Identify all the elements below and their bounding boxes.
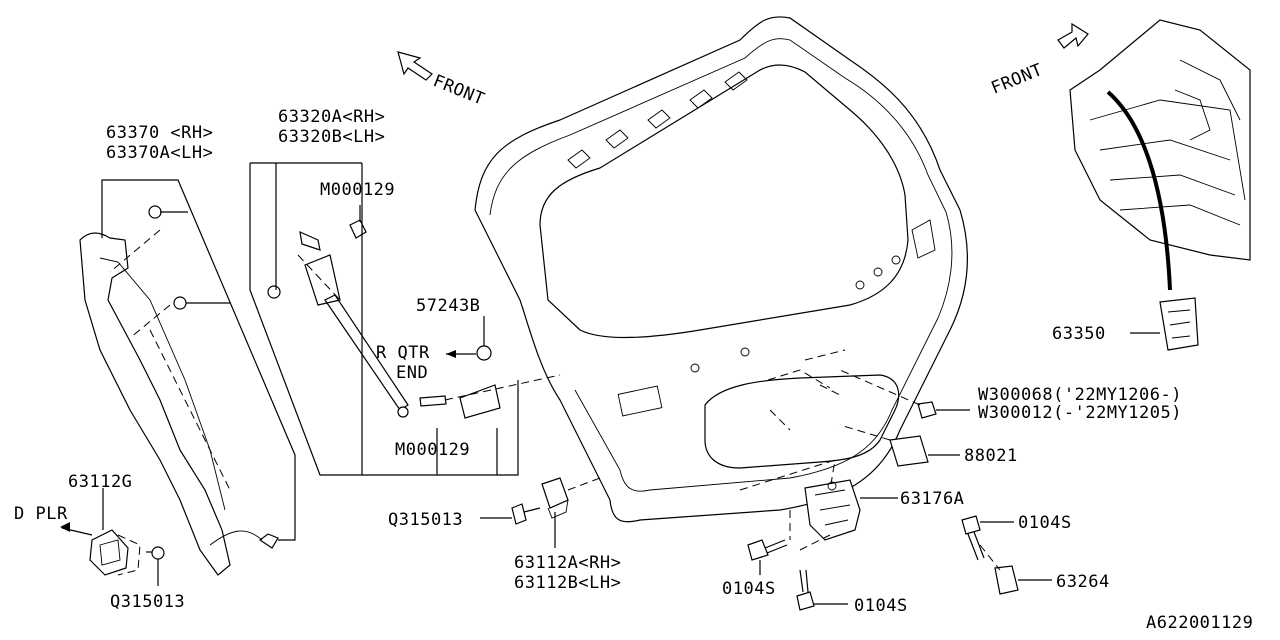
clip-q315013-mid xyxy=(511,503,541,525)
arrow-left-icon xyxy=(60,522,70,532)
leader-63370 xyxy=(101,179,296,541)
label-63112a-rh: 63112A<RH> xyxy=(514,553,621,573)
label-63320a-rh: 63320A<RH> xyxy=(278,107,385,127)
arrow-left-icon xyxy=(446,350,456,358)
label-63370-rh: 63370 <RH> xyxy=(106,123,213,143)
latch-63176a xyxy=(804,479,861,541)
leader-dash-strut xyxy=(444,374,561,401)
label-63264: 63264 xyxy=(1056,572,1110,592)
label-63370a-lh: 63370A<LH> xyxy=(106,143,213,163)
plug-57243b xyxy=(476,345,492,361)
bolt-0104s-bottom xyxy=(796,569,815,611)
clip-w300068 xyxy=(917,401,937,419)
clip-q315013-left xyxy=(151,546,165,560)
bolt-0104s-left xyxy=(747,539,788,561)
label-w300012: W300012(-'22MY1205) xyxy=(978,403,1182,423)
leader-dash-latch xyxy=(789,510,831,551)
diagram-ref-code: A622001129 xyxy=(1146,613,1253,633)
label-0104s-bottom: 0104S xyxy=(854,596,908,616)
front-arrow-icon xyxy=(1057,22,1089,49)
label-q315013-left: Q315013 xyxy=(110,592,185,612)
label-63112b-lh: 63112B<LH> xyxy=(514,573,621,593)
sensor-88021 xyxy=(889,435,929,467)
front-arrow-icon xyxy=(397,51,433,81)
label-m000129-top: M000129 xyxy=(320,180,395,200)
label-d-plr: D PLR xyxy=(14,504,68,524)
label-r-qtr: R QTR xyxy=(376,343,430,363)
label-0104s-right: 0104S xyxy=(1018,513,1072,533)
leader-dash-63264 xyxy=(979,544,1001,571)
striker-cover-63112a xyxy=(541,477,569,519)
label-end: END xyxy=(396,363,428,383)
label-0104s-left: 0104S xyxy=(722,579,776,599)
front-label-right: FRONT xyxy=(988,60,1045,99)
trim-panel-63370 xyxy=(79,205,279,576)
label-q315013-mid: Q315013 xyxy=(388,510,463,530)
gas-strut-63320 xyxy=(267,219,447,418)
label-57243b: 57243B xyxy=(416,296,480,316)
inset-rear-cargo-illustration xyxy=(1069,19,1251,351)
part-63264 xyxy=(994,565,1019,595)
leader-63320 xyxy=(249,162,519,476)
leader-dash-63112a xyxy=(567,477,601,491)
striker-cover-63112g xyxy=(89,529,141,576)
leader-dash-w3 xyxy=(839,369,921,406)
label-63176a: 63176A xyxy=(900,489,964,509)
bracket-57243b xyxy=(459,384,501,419)
label-63320b-lh: 63320B<LH> xyxy=(278,127,385,147)
label-m000129-bottom: M000129 xyxy=(395,440,470,460)
label-w300068: W300068('22MY1206-) xyxy=(978,385,1182,405)
tailgate-illustration xyxy=(474,16,969,523)
label-63112g: 63112G xyxy=(68,472,132,492)
label-88021: 88021 xyxy=(964,446,1018,466)
label-63350: 63350 xyxy=(1052,324,1106,344)
leader-dash-88021 xyxy=(839,424,891,441)
bolt-0104s-right xyxy=(961,515,985,561)
front-label-center: FRONT xyxy=(430,71,487,110)
